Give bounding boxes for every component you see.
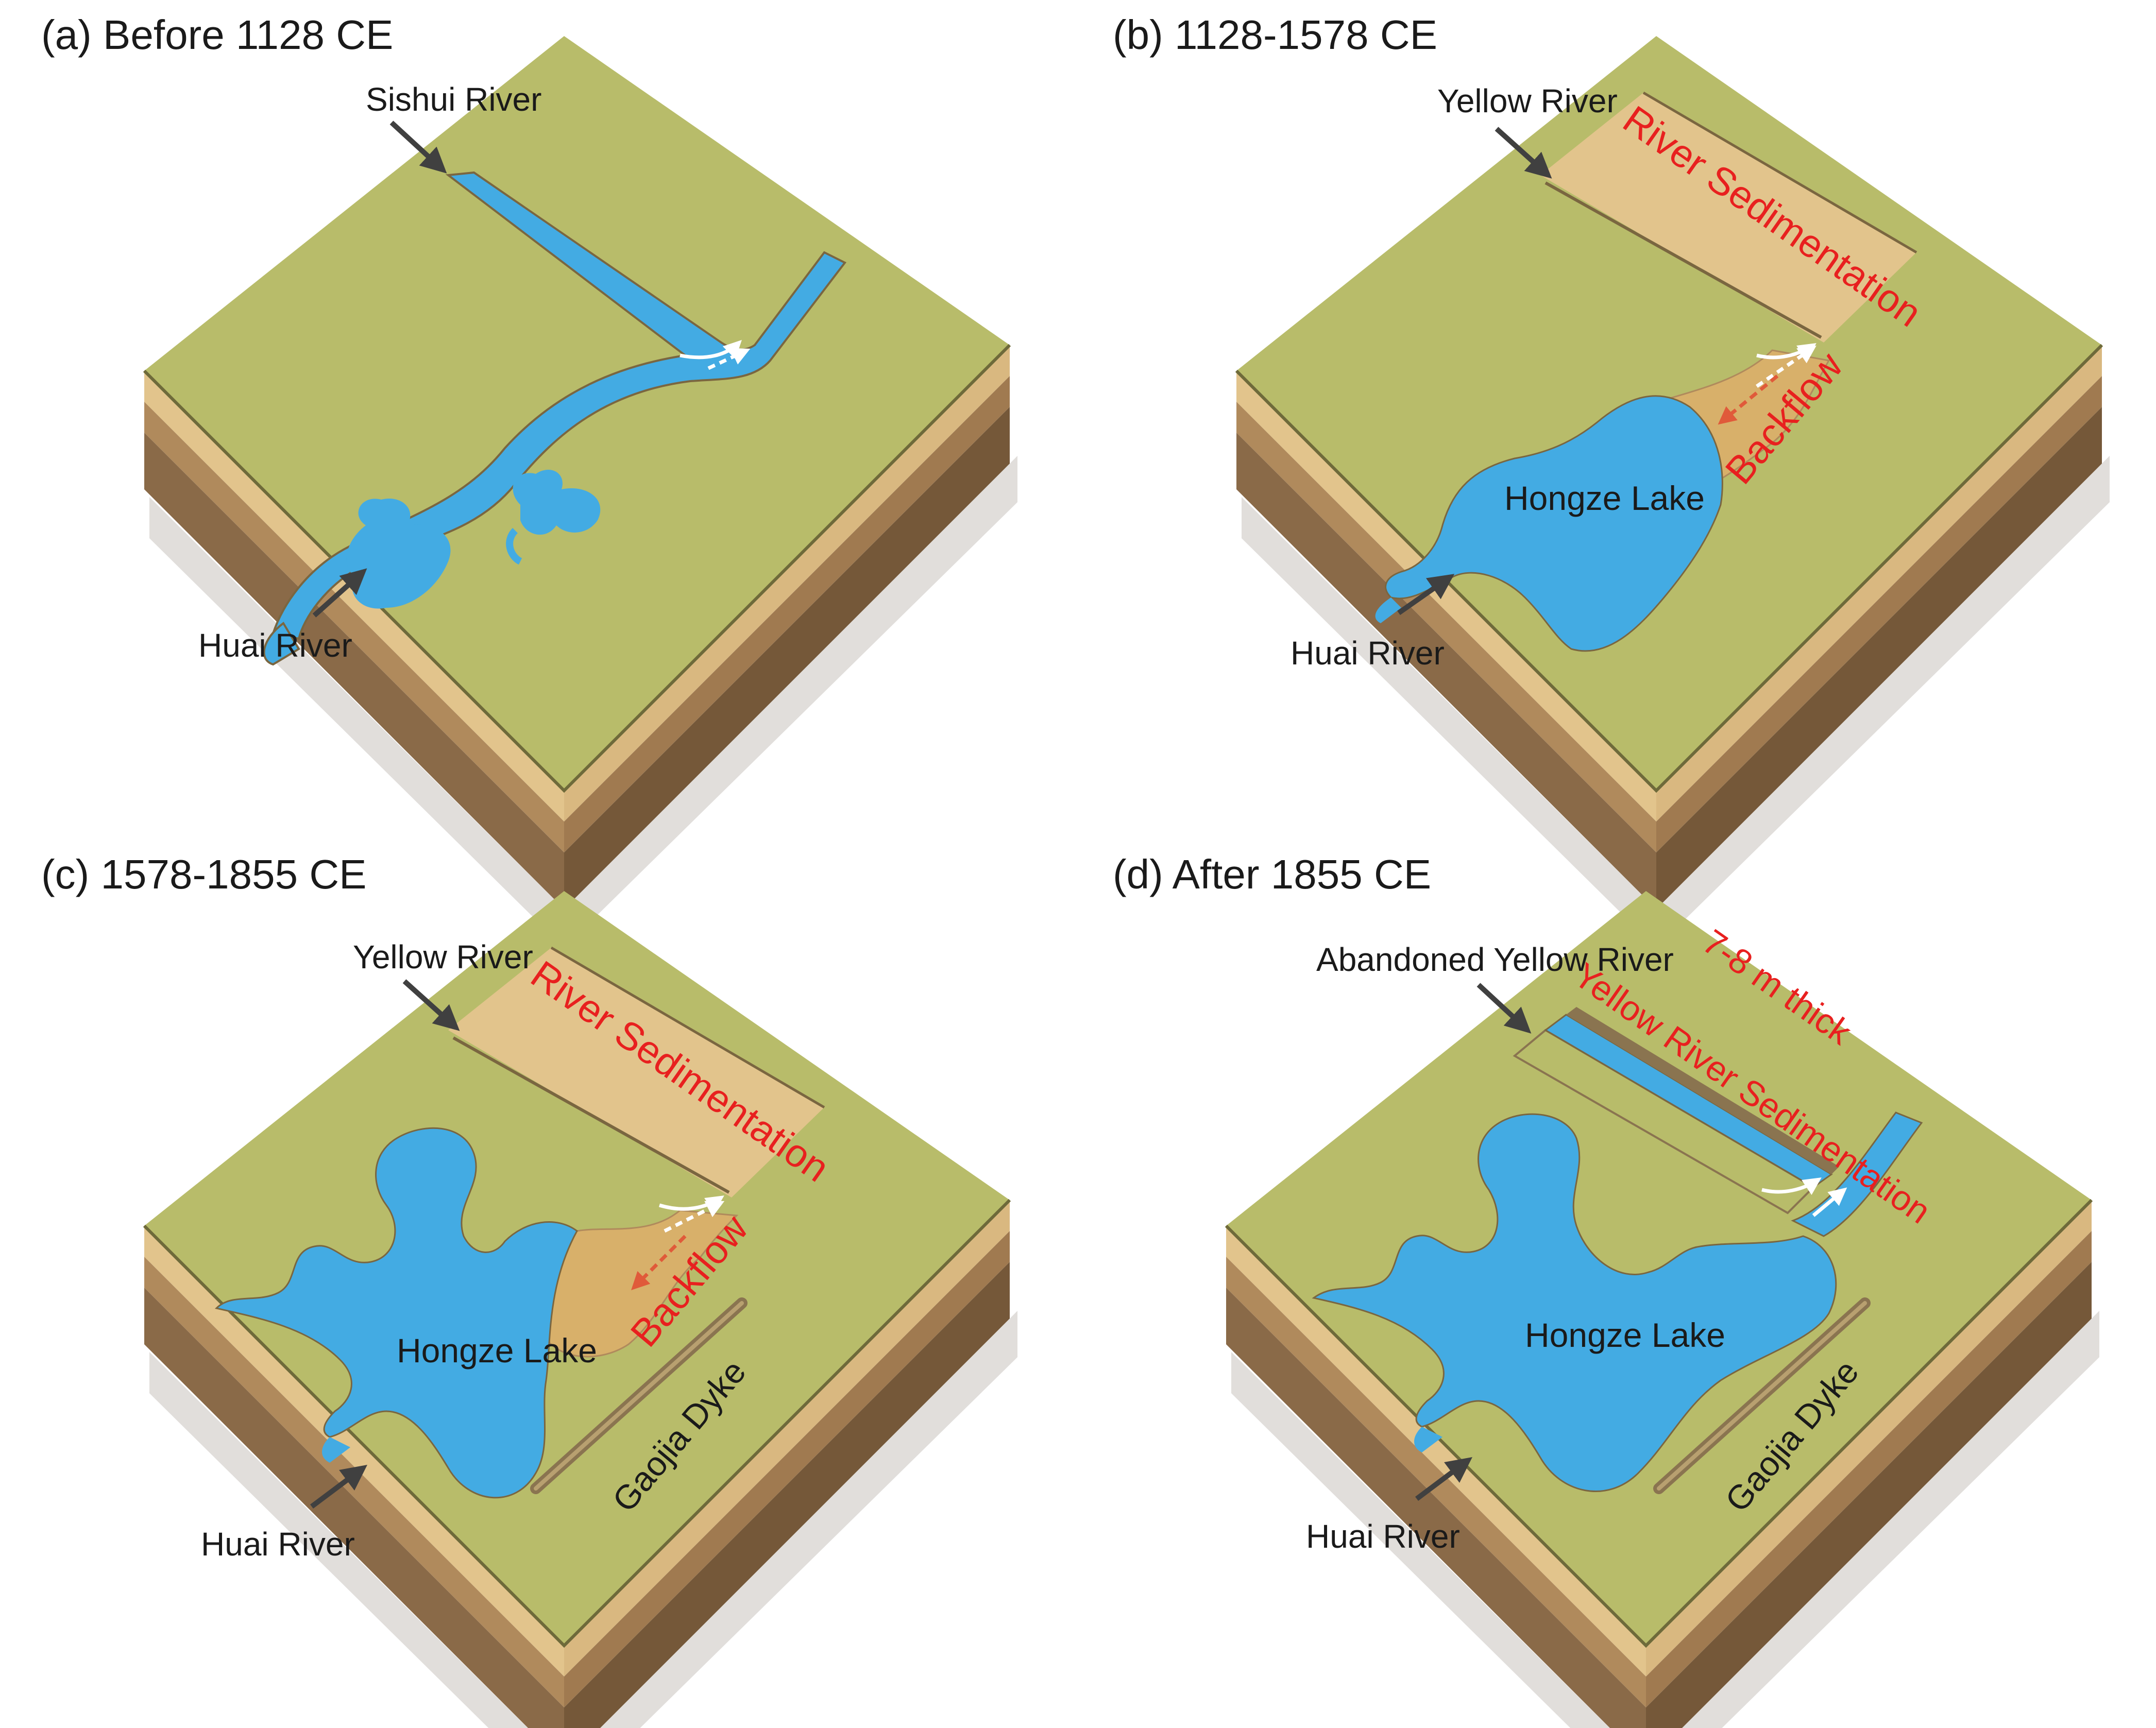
yellow-river-label-b: Yellow River <box>1437 82 1618 119</box>
abandoned-yellow-river-label: Abandoned Yellow River <box>1316 941 1674 978</box>
huai-river-label-c: Huai River <box>201 1526 355 1563</box>
small-lake-1 <box>513 469 601 535</box>
yellow-river-label-c: Yellow River <box>353 938 533 976</box>
panel-b-title: (b) 1128-1578 CE <box>1113 12 1437 58</box>
sishui-river-label: Sishui River <box>366 81 541 118</box>
panel-c-block <box>144 891 1017 1728</box>
river-sedimentation-band <box>1540 93 1916 343</box>
panel-b: (b) 1128-1578 CE Yellow River River Sedi… <box>1113 12 2110 948</box>
river-sedimentation-band <box>448 948 824 1197</box>
hongze-lake-label-d: Hongze Lake <box>1525 1316 1725 1354</box>
panel-c: (c) 1578-1855 CE Yellow River River Sedi… <box>41 851 1017 1728</box>
huai-river-label-b: Huai River <box>1291 635 1445 672</box>
panel-a: (a) Before 1128 CE Sishui River Huai Riv… <box>41 12 1017 948</box>
huai-river-label-a: Huai River <box>198 627 352 664</box>
hongze-lake <box>215 1127 578 1499</box>
hongze-lake <box>1312 1113 1837 1493</box>
panel-b-block <box>1236 36 2110 948</box>
panel-d-block <box>1226 891 2099 1728</box>
hongze-lake-label-b: Hongze Lake <box>1504 479 1705 517</box>
panel-a-block <box>144 36 1017 948</box>
panel-d-title: (d) After 1855 CE <box>1113 851 1431 897</box>
small-lake-3 <box>346 499 451 609</box>
panel-a-title: (a) Before 1128 CE <box>41 12 393 58</box>
panel-c-title: (c) 1578-1855 CE <box>41 851 366 897</box>
hongze-lake-label-c: Hongze Lake <box>397 1331 597 1370</box>
panel-d: (d) After 1855 CE Abandoned Yellow River… <box>1113 851 2099 1728</box>
huai-river-label-d: Huai River <box>1306 1518 1460 1555</box>
small-lake-2 <box>506 528 522 565</box>
